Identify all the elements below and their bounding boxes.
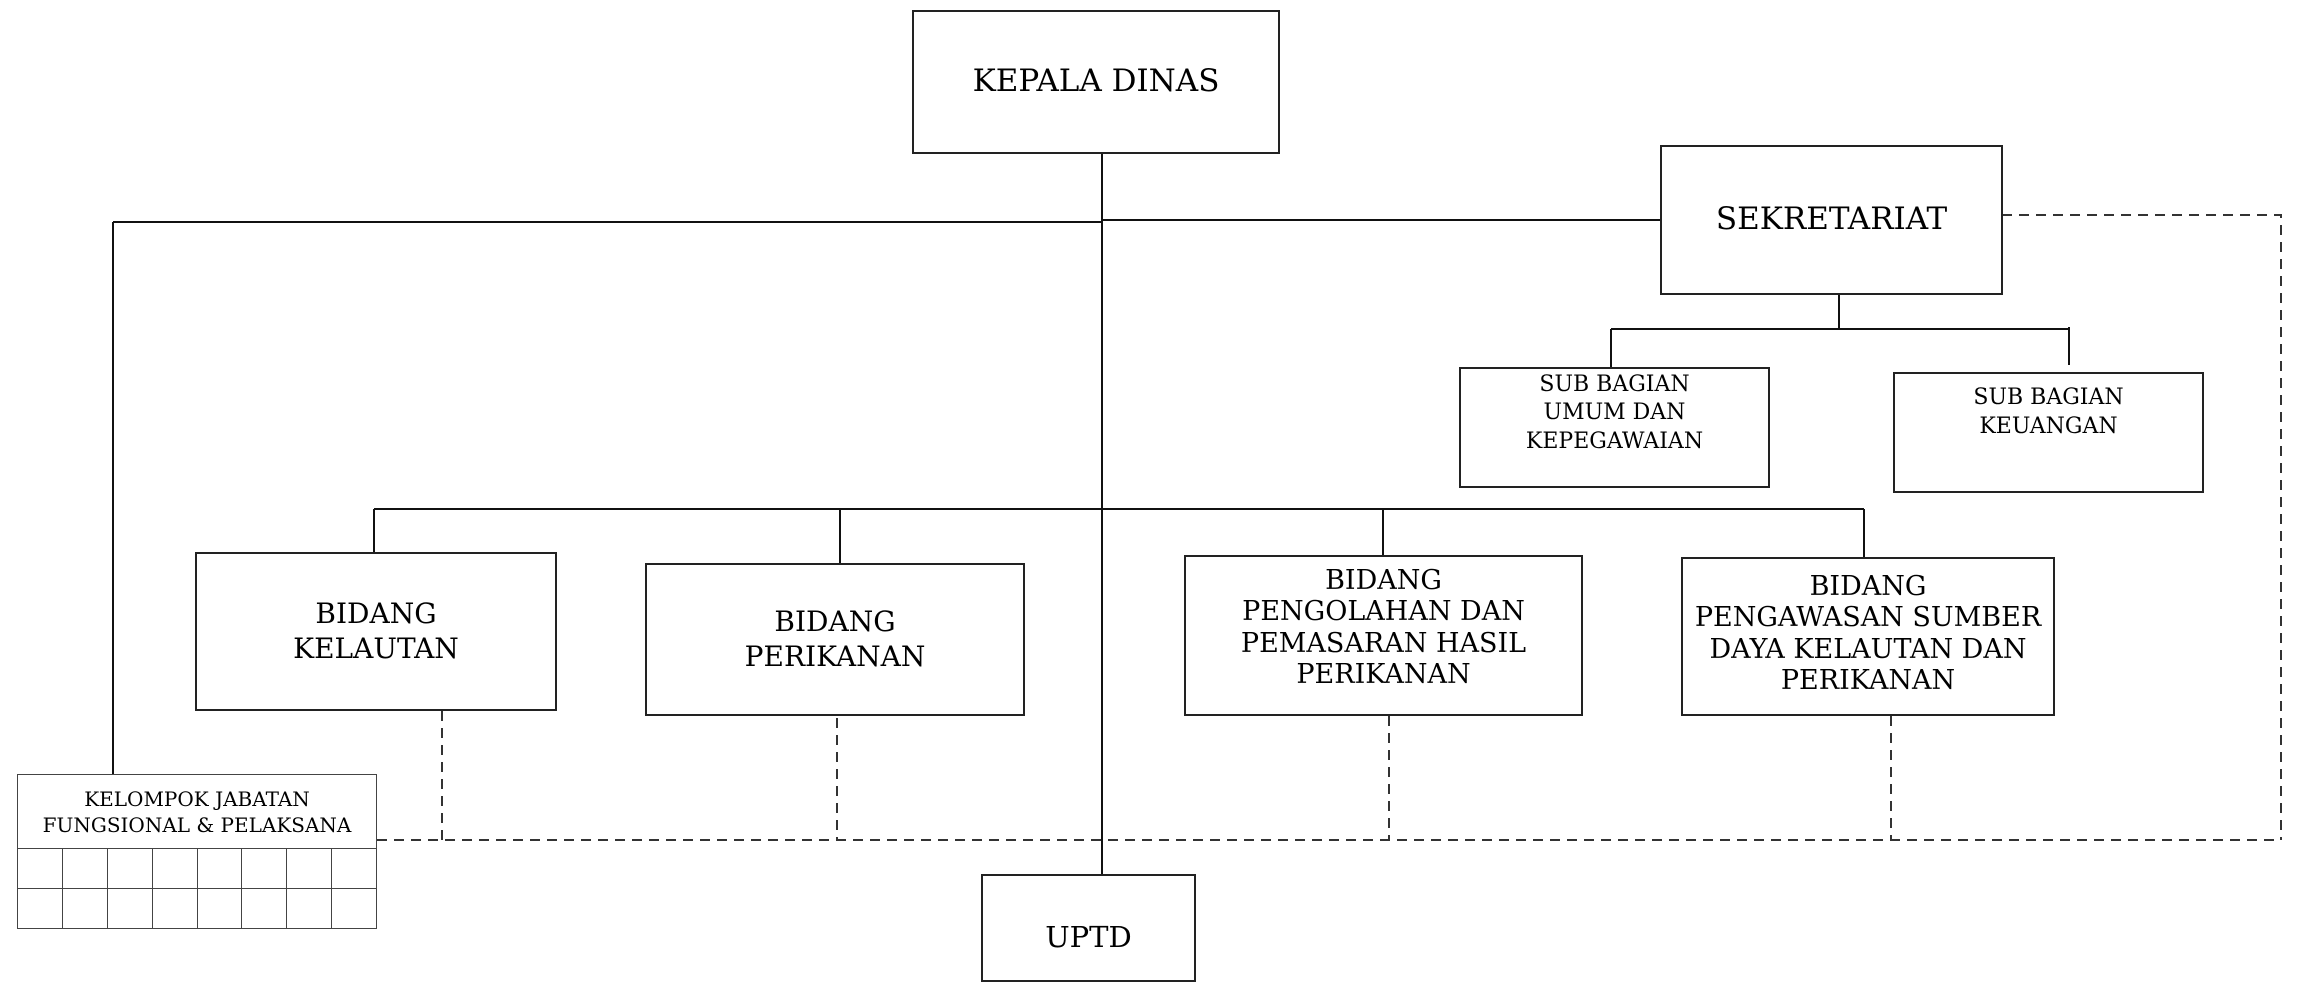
box-kelompok-jabatan: KELOMPOK JABATAN FUNGSIONAL & PELAKSANA <box>17 774 377 929</box>
grid-cell <box>151 888 198 928</box>
grid-cell <box>196 888 243 928</box>
label-sub-bagian-umum: SUB BAGIAN UMUM DAN KEPEGAWAIAN <box>1525 372 1704 454</box>
label-kelompok-jabatan: KELOMPOK JABATAN FUNGSIONAL & PELAKSANA <box>42 786 352 837</box>
grid-cell <box>196 848 243 889</box>
box-uptd: UPTD <box>981 874 1196 982</box>
box-bidang-kelautan: BIDANG KELAUTAN <box>195 552 557 711</box>
grid-cell <box>62 888 108 928</box>
grid-cell <box>330 848 376 889</box>
dashed-coordination-sekretariat <box>2002 214 2282 840</box>
box-sekretariat: SEKRETARIAT <box>1660 145 2003 295</box>
grid-cell <box>62 848 108 889</box>
label-bidang-perikanan: BIDANG PERIKANAN <box>744 605 926 673</box>
label-sekretariat: SEKRETARIAT <box>1715 201 1948 238</box>
label-uptd: UPTD <box>1045 920 1132 955</box>
grid-row <box>18 848 376 889</box>
grid-cell <box>330 888 376 928</box>
grid-cell <box>151 848 198 889</box>
box-sub-bagian-keuangan: SUB BAGIAN KEUANGAN <box>1893 372 2204 493</box>
box-bidang-pengolahan: BIDANG PENGOLAHAN DAN PEMASARAN HASIL PE… <box>1184 555 1583 716</box>
label-bidang-pengolahan: BIDANG PENGOLAHAN DAN PEMASARAN HASIL PE… <box>1240 564 1527 690</box>
grid-cell <box>107 848 153 889</box>
grid-cell <box>107 888 153 928</box>
grid-cell <box>241 848 287 889</box>
grid-cell <box>286 888 332 928</box>
box-bidang-perikanan: BIDANG PERIKANAN <box>645 563 1025 716</box>
label-bidang-pengawasan: BIDANG PENGAWASAN SUMBER DAYA KELAUTAN D… <box>1694 570 2042 696</box>
label-sub-bagian-keuangan: SUB BAGIAN KEUANGAN <box>1973 385 2124 439</box>
grid-cell <box>241 888 287 928</box>
grid-cell <box>18 848 64 889</box>
box-bidang-pengawasan: BIDANG PENGAWASAN SUMBER DAYA KELAUTAN D… <box>1681 557 2055 716</box>
grid-cell <box>286 848 332 889</box>
box-kepala-dinas: KEPALA DINAS <box>912 10 1280 154</box>
label-kepala-dinas: KEPALA DINAS <box>972 63 1220 100</box>
grid-row <box>18 888 376 928</box>
box-sub-bagian-umum: SUB BAGIAN UMUM DAN KEPEGAWAIAN <box>1459 367 1770 488</box>
grid-cell <box>18 888 64 928</box>
kelompok-jabatan-grid <box>18 848 376 928</box>
label-bidang-kelautan: BIDANG KELAUTAN <box>293 597 459 665</box>
